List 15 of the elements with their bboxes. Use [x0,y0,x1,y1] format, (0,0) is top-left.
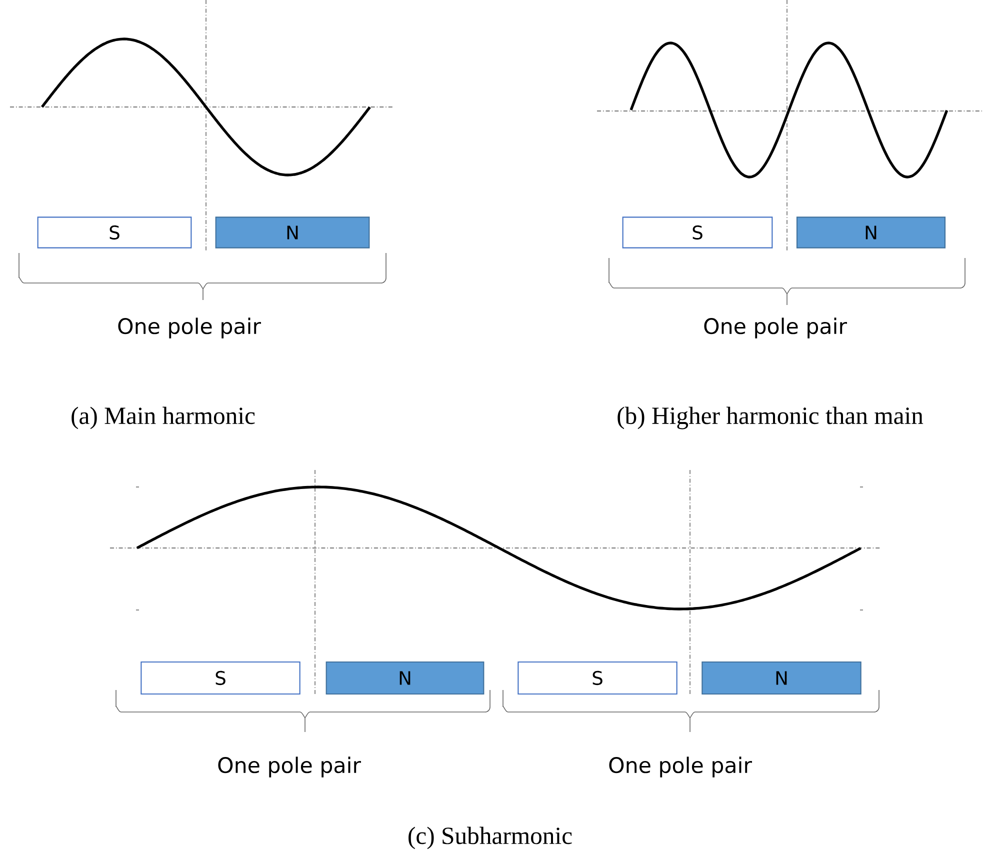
caption: (b) Higher harmonic than main [618,406,924,430]
magnet-box: N [796,216,946,248]
brace-label: One pole pair [704,318,847,338]
magnet-box: N [702,661,862,695]
brace-label: One pole pair [218,756,361,778]
magnet-box: N [326,661,484,695]
brace-label: One pole pair [609,756,752,778]
magnet-box: S [140,661,300,695]
magnet-box: S [37,216,192,248]
magnet-box: S [622,216,773,248]
brace-label: One pole pair [118,318,261,338]
caption: (c) Subharmonic [408,826,572,850]
caption: (a) Main harmonic [72,406,255,430]
magnet-box: N [215,216,370,248]
magnet-box: S [518,661,678,695]
